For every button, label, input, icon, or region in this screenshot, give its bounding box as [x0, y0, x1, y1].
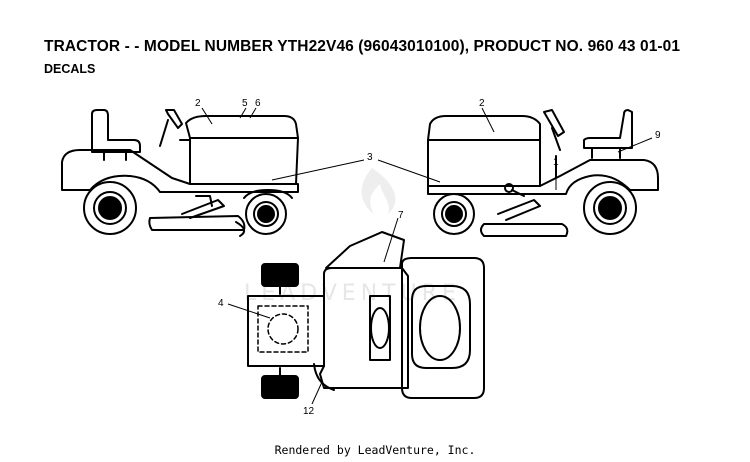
callout-1: 1 [553, 157, 559, 168]
callout-12: 12 [303, 406, 315, 417]
callout-5: 5 [242, 98, 248, 109]
leader-lines [201, 107, 653, 405]
callout-4: 4 [218, 298, 224, 309]
page-title: TRACTOR - - MODEL NUMBER YTH22V46 (96043… [44, 38, 681, 55]
tractor-left-side-view [61, 109, 299, 237]
callout-9: 9 [655, 130, 661, 141]
callout-2-left: 2 [195, 98, 201, 109]
callout-2-right: 2 [479, 98, 485, 109]
page-subtitle: DECALS [44, 62, 96, 76]
callout-6: 6 [255, 98, 261, 109]
footer-credit: Rendered by LeadVenture, Inc. [274, 443, 476, 457]
tractor-top-view [247, 231, 485, 399]
callout-7: 7 [398, 210, 404, 221]
tractor-right-side-view [427, 109, 659, 237]
callout-3: 3 [367, 152, 373, 163]
